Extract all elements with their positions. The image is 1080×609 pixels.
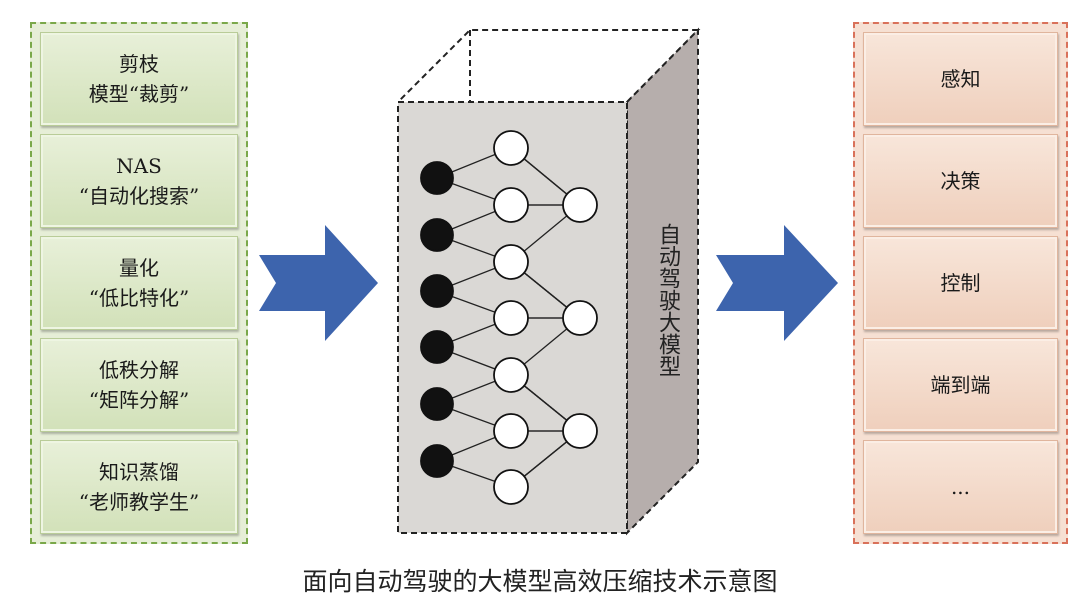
output-node xyxy=(562,413,598,449)
method-subtitle: “矩阵分解” xyxy=(88,388,190,412)
method-title: 量化 xyxy=(119,256,159,280)
method-low-rank-box: 低秩分解 “矩阵分解” xyxy=(40,338,238,432)
figure-caption: 面向自动驾驶的大模型高效压缩技术示意图 xyxy=(302,567,778,596)
application-control-box: 控制 xyxy=(863,236,1058,330)
cube-side-face xyxy=(626,27,699,536)
compression-methods-panel: 剪枝 模型“裁剪” NAS “自动化搜索” 量化 “低比特化” 低秩分解 “矩阵… xyxy=(30,22,248,544)
application-end-to-end-box: 端到端 xyxy=(863,338,1058,432)
application-decision-box: 决策 xyxy=(863,134,1058,228)
application-more-box: ... xyxy=(863,440,1058,534)
method-pruning-box: 剪枝 模型“裁剪” xyxy=(40,32,238,126)
input-node xyxy=(420,387,454,421)
right-arrow-icon xyxy=(716,225,838,341)
input-node xyxy=(420,218,454,252)
hidden-node xyxy=(493,244,529,280)
hidden-node xyxy=(493,357,529,393)
method-subtitle: “老师教学生” xyxy=(78,490,200,514)
application-perception-box: 感知 xyxy=(863,32,1058,126)
method-distillation-box: 知识蒸馏 “老师教学生” xyxy=(40,440,238,534)
hidden-node xyxy=(493,469,529,505)
applications-panel: 感知 决策 控制 端到端 ... xyxy=(853,22,1068,544)
method-quantization-box: 量化 “低比特化” xyxy=(40,236,238,330)
method-title: NAS xyxy=(116,154,162,178)
hidden-node xyxy=(493,187,529,223)
application-label: ... xyxy=(950,475,971,499)
method-title: 低秩分解 xyxy=(99,358,179,382)
application-label: 端到端 xyxy=(930,373,991,397)
application-label: 感知 xyxy=(940,67,981,91)
output-node xyxy=(562,300,598,336)
hidden-node xyxy=(493,130,529,166)
method-subtitle: “低比特化” xyxy=(88,286,190,310)
input-node xyxy=(420,444,454,478)
method-subtitle: 模型“裁剪” xyxy=(88,82,190,106)
input-node xyxy=(420,330,454,364)
hidden-node xyxy=(493,413,529,449)
output-node xyxy=(562,187,598,223)
hidden-node xyxy=(493,300,529,336)
right-arrow-icon xyxy=(259,225,378,341)
application-label: 决策 xyxy=(940,169,981,193)
method-nas-box: NAS “自动化搜索” xyxy=(40,134,238,228)
method-subtitle: “自动化搜索” xyxy=(78,184,200,208)
input-node xyxy=(420,161,454,195)
model-label: 自动驾驶大模型 xyxy=(655,223,680,377)
input-node xyxy=(420,274,454,308)
method-title: 知识蒸馏 xyxy=(99,460,179,484)
method-title: 剪枝 xyxy=(119,52,159,76)
application-label: 控制 xyxy=(940,271,981,295)
